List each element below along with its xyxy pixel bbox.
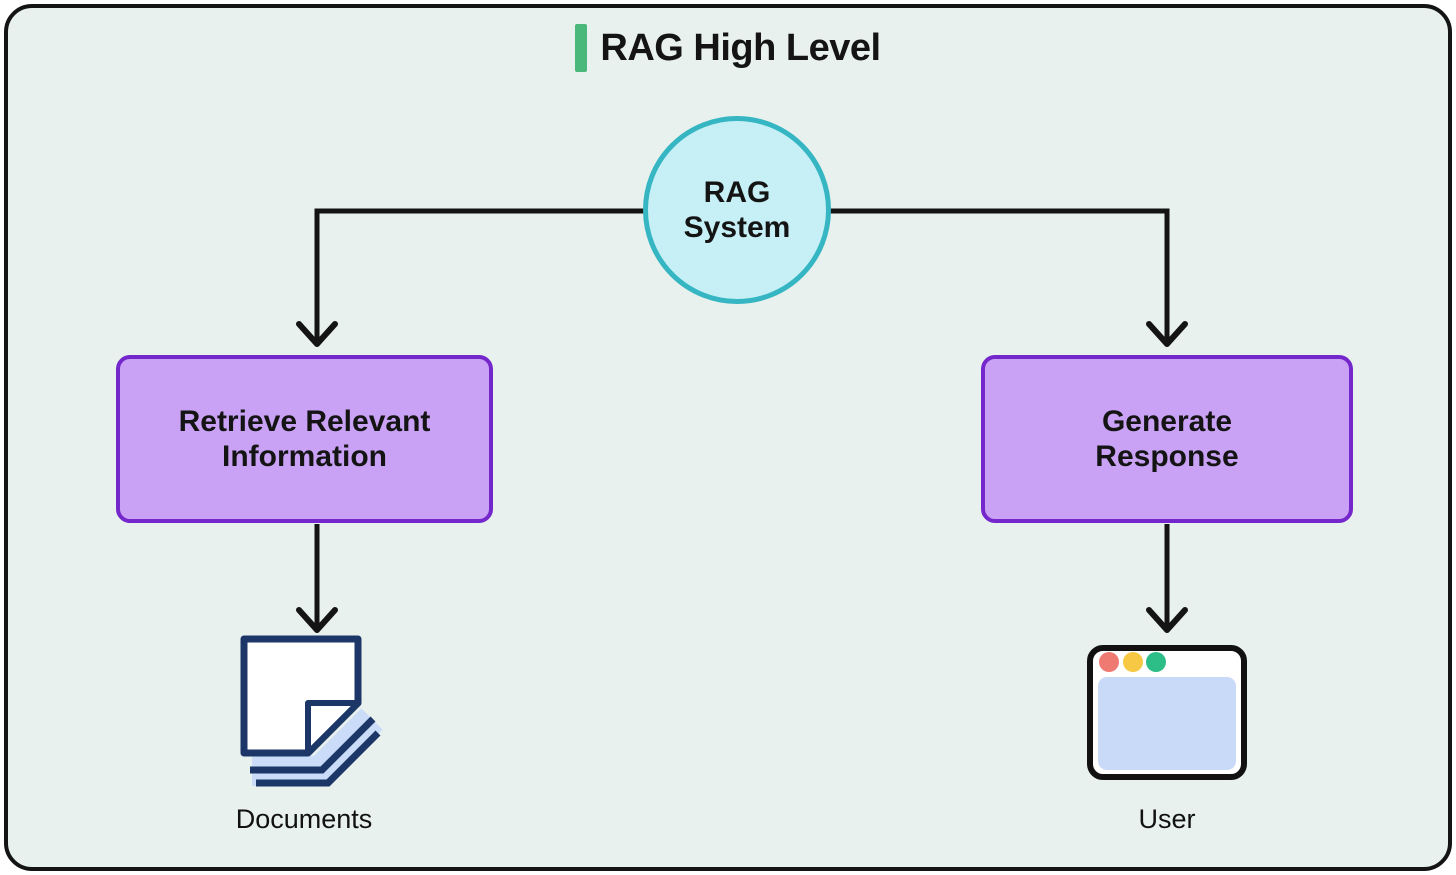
- title-accent-bar: [575, 24, 588, 72]
- browser-window-icon: [1087, 645, 1247, 780]
- page-title: RAG High Level: [600, 26, 881, 69]
- node-generate-response: Generate Response: [981, 355, 1353, 523]
- node-generate-label: Generate Response: [1095, 404, 1239, 473]
- node-retrieve-label: Retrieve Relevant Information: [178, 404, 431, 473]
- node-rag-system-label: RAG System: [683, 175, 791, 244]
- documents-label: Documents: [235, 804, 373, 834]
- browser-dot-green-icon: [1146, 652, 1166, 672]
- user-label: User: [1138, 804, 1196, 834]
- node-retrieve-relevant-information: Retrieve Relevant Information: [116, 355, 493, 523]
- browser-dot-red-icon: [1099, 652, 1119, 672]
- node-rag-system: RAG System: [643, 116, 831, 304]
- diagram-title-row: RAG High Level: [0, 24, 1456, 72]
- documents-icon: [240, 635, 383, 787]
- browser-dot-yellow-icon: [1123, 652, 1143, 672]
